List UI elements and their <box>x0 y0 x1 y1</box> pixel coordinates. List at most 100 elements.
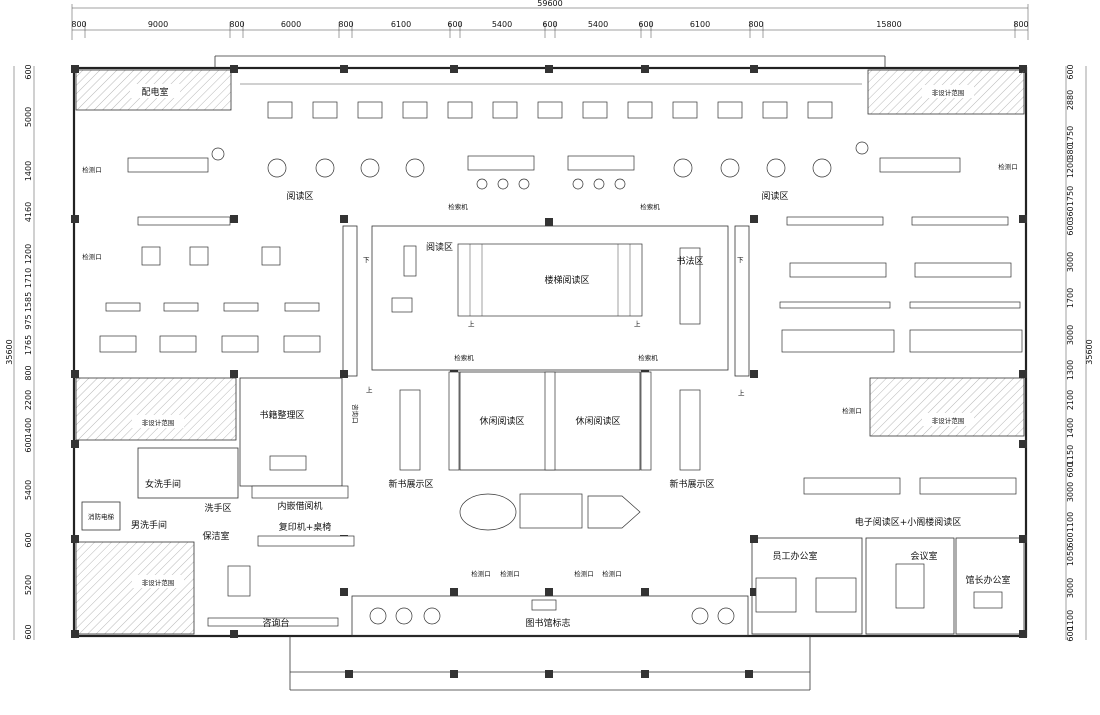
dim-right-seg: 1750 <box>1066 186 1075 206</box>
dim-left-seg: 1400 <box>24 418 33 438</box>
dim-left-segments: 600 5000 1400 4160 1200 1710 1585 975 17… <box>24 64 33 639</box>
right-reading-furniture <box>779 216 1023 353</box>
dim-left-seg: 600 <box>24 532 33 547</box>
stair-up-label: 上 <box>366 385 373 394</box>
leisure-reading-right-label: 休闲阅读区 <box>575 415 620 427</box>
dim-left-seg: 1585 <box>24 292 33 312</box>
dim-right-seg: 3000 <box>1066 578 1075 598</box>
round-table-clusters <box>211 141 869 178</box>
dim-right-seg: 380 <box>1066 144 1075 159</box>
dim-right-seg: 1300 <box>1066 360 1075 380</box>
consult-desk-label: 咨询台 <box>262 617 289 629</box>
dimension-lines: 59600 800 9000 800 6000 800 6100 600 540… <box>5 0 1094 642</box>
restrooms: 女洗手间 男洗手间 洗手区 保洁室 消防电梯 复印机+桌椅 <box>81 447 355 547</box>
computer-desk-clusters <box>127 157 961 173</box>
mens-restroom-label: 男洗手间 <box>131 519 167 531</box>
gate-label: 检测口 <box>602 569 622 578</box>
dim-top-seg: 800 <box>338 20 353 29</box>
reading-tables-top-row <box>240 83 862 119</box>
dim-right-seg: 3000 <box>1066 252 1075 272</box>
dim-right-seg: 600 <box>1066 532 1075 547</box>
central-atrium: 阅读区 楼梯阅读区 书法区 上 上 <box>371 225 729 371</box>
side-stairs: 下 下 上 上 <box>342 225 750 397</box>
dim-right-seg: 2880 <box>1066 90 1075 110</box>
stair-up-label: 上 <box>738 388 745 397</box>
dim-left-seg: 600 <box>24 624 33 639</box>
small-reading-label: 阅读区 <box>426 241 453 253</box>
book-sorting-room: 书籍整理区 咨询口 内嵌借阅机 <box>239 377 360 512</box>
dim-left-seg: 600 <box>24 64 33 79</box>
entrance-gates: 检测口 检测口 检测口 检测口 图书馆标志 <box>351 569 749 637</box>
non-design-label: 非设计范围 <box>142 418 175 427</box>
gate-label: 检测口 <box>500 569 520 578</box>
staff-office: 员工办公室 <box>751 537 863 635</box>
new-books-left-label: 新书展示区 <box>388 478 433 490</box>
library-sign-label: 图书馆标志 <box>525 617 570 629</box>
new-books-right-label: 新书展示区 <box>669 478 714 490</box>
dim-right-total: 35600 <box>1085 339 1094 364</box>
stair-down-label: 下 <box>737 256 744 264</box>
non-design-label: 非设计范围 <box>932 416 965 425</box>
staff-office-label: 员工办公室 <box>772 550 817 562</box>
dim-left-seg: 975 <box>24 314 33 329</box>
copier-label: 复印机+桌椅 <box>279 521 332 533</box>
meeting-room-label: 会议室 <box>910 550 937 562</box>
dim-top-seg: 6000 <box>281 20 301 29</box>
dim-right-seg: 1100 <box>1066 512 1075 532</box>
e-reading-label: 电子阅读区+小阁楼阅读区 <box>855 516 962 528</box>
lounge-sofas <box>467 155 635 190</box>
dim-top-seg: 600 <box>447 20 462 29</box>
dim-right-seg: 3000 <box>1066 325 1075 345</box>
reading-area-left-label: 阅读区 <box>286 190 313 202</box>
dim-top-seg: 800 <box>71 20 86 29</box>
dim-top-seg: 9000 <box>148 20 168 29</box>
dim-right-seg: 360 <box>1066 206 1075 221</box>
dim-top-seg: 5400 <box>588 20 608 29</box>
stair-down-label: 下 <box>363 256 370 264</box>
dim-top-seg: 15800 <box>876 20 901 29</box>
dim-top-seg: 6100 <box>690 20 710 29</box>
dim-right-seg: 600 <box>1066 462 1075 477</box>
dim-right-seg: 1050 <box>1066 546 1075 566</box>
stair-reading-label: 楼梯阅读区 <box>544 274 589 286</box>
dim-left-seg: 600 <box>24 437 33 452</box>
consult-window-label: 咨询口 <box>351 404 360 424</box>
dim-left-seg: 1765 <box>24 335 33 355</box>
e-reading-area: 电子阅读区+小阁楼阅读区 <box>803 477 1017 528</box>
dim-right-seg: 600 <box>1066 220 1075 235</box>
dim-left-seg: 2200 <box>24 390 33 410</box>
dim-left-seg: 4160 <box>24 202 33 222</box>
wash-area-label: 洗手区 <box>204 502 231 514</box>
leisure-reading-left-label: 休闲阅读区 <box>479 415 524 427</box>
cleaning-room-label: 保洁室 <box>202 530 229 542</box>
lending-machine-label: 内嵌借阅机 <box>277 500 322 512</box>
check-point-label: 检测口 <box>998 162 1018 171</box>
reading-area-right-label: 阅读区 <box>761 190 788 202</box>
non-design-label: 非设计范围 <box>142 578 175 587</box>
dim-left-seg: 5400 <box>24 480 33 500</box>
search-kiosk-label: 检索机 <box>454 353 474 362</box>
dim-right-seg: 1750 <box>1066 126 1075 146</box>
non-design-area-bottom-left: 非设计范围 <box>75 541 195 635</box>
dim-right-seg: 1400 <box>1066 418 1075 438</box>
consult-desk: 咨询台 <box>207 565 339 629</box>
search-kiosk-label: 检索机 <box>640 202 660 211</box>
dim-right-seg: 2100 <box>1066 390 1075 410</box>
non-design-area-mid-right: 非设计范围 <box>869 377 1025 437</box>
dim-top-seg: 800 <box>229 20 244 29</box>
dim-top-total: 59600 <box>537 0 562 8</box>
director-office: 馆长办公室 <box>955 537 1025 635</box>
left-reading-furniture <box>99 216 321 353</box>
dim-left-seg: 800 <box>24 365 33 380</box>
dim-top-seg: 600 <box>542 20 557 29</box>
check-point-label: 检测口 <box>82 165 102 174</box>
non-design-area-mid-left: 非设计范围 <box>75 377 237 441</box>
stair-up-label: 上 <box>634 319 641 328</box>
check-point-label: 检测口 <box>82 252 102 261</box>
power-room-label: 配电室 <box>141 86 168 98</box>
dim-left-seg: 1200 <box>24 244 33 264</box>
calligraphy-label: 书法区 <box>676 255 703 267</box>
dim-right-seg: 1100 <box>1066 610 1075 630</box>
dim-top-seg: 600 <box>638 20 653 29</box>
